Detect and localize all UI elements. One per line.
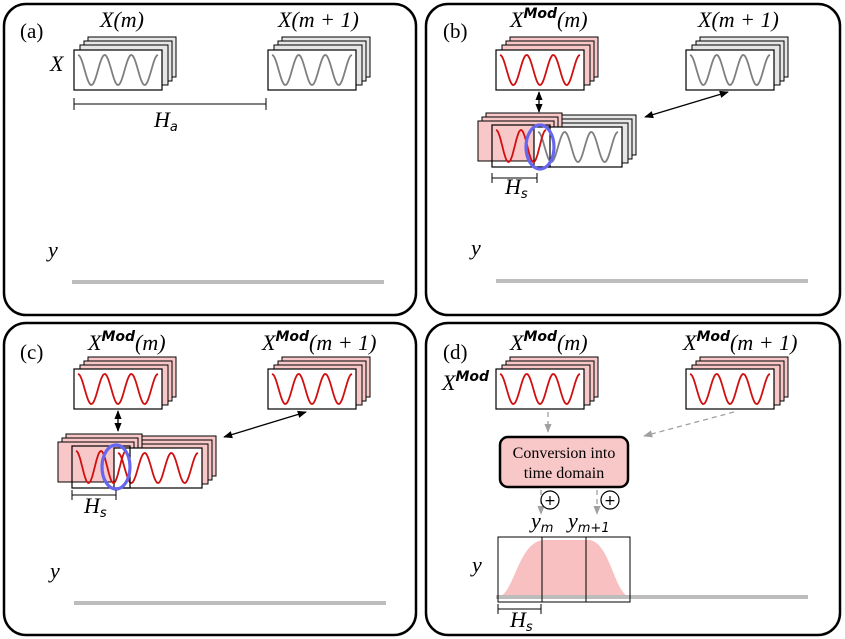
front-frame bbox=[685, 368, 775, 410]
front-frame bbox=[267, 368, 357, 410]
label-y-m-plus-1: ym+1 bbox=[566, 508, 610, 536]
front-frame bbox=[533, 126, 623, 168]
panel-a-tag: (a) bbox=[20, 19, 43, 43]
frame-label-left: X(m) bbox=[99, 7, 144, 32]
frame-stack-left bbox=[73, 356, 177, 410]
overlap-stack bbox=[57, 433, 217, 491]
panel-d-tag: (d) bbox=[443, 340, 468, 364]
panel-b: (b) XMod(m) X(m + 1) bbox=[424, 2, 842, 317]
frame-stack-left bbox=[495, 36, 599, 91]
frame-stack-left bbox=[495, 356, 599, 410]
sine-wave bbox=[117, 452, 199, 484]
hop-bracket bbox=[497, 604, 542, 614]
row-label-x: X bbox=[49, 51, 65, 76]
sine-wave bbox=[75, 450, 127, 484]
frame-label-right: X(m + 1) bbox=[697, 7, 779, 32]
front-frame bbox=[491, 124, 551, 168]
panel-b-tag: (b) bbox=[443, 19, 468, 43]
sine-wave bbox=[499, 373, 581, 405]
hop-bracket bbox=[71, 490, 117, 500]
sine-wave bbox=[77, 373, 159, 405]
overlap-ellipse bbox=[524, 123, 556, 171]
dashed-arrow-right bbox=[643, 411, 735, 438]
front-frame bbox=[495, 368, 585, 410]
sine-wave bbox=[499, 54, 581, 86]
front-frame bbox=[495, 49, 585, 91]
sine-wave bbox=[77, 54, 159, 86]
frame-stack-right bbox=[267, 36, 371, 91]
sine-wave bbox=[495, 129, 547, 163]
frame-label-right: XMod(m + 1) bbox=[682, 329, 797, 355]
overlap-stack bbox=[477, 112, 637, 171]
output-label-y: y bbox=[46, 237, 58, 262]
front-frame bbox=[267, 49, 357, 91]
front-frame bbox=[685, 49, 775, 91]
hop-bracket bbox=[491, 173, 538, 183]
frame-stack-right bbox=[685, 356, 789, 410]
label-y-m: ym bbox=[529, 508, 553, 536]
sine-wave bbox=[271, 373, 353, 405]
hop-bracket bbox=[73, 98, 267, 110]
output-label-y: y bbox=[470, 552, 482, 577]
move-arrow bbox=[223, 410, 307, 439]
overlap-ellipse bbox=[100, 443, 132, 491]
panel-d: (d) XMod(m) XMod(m + 1) XMod Conversion … bbox=[424, 321, 842, 637]
frame-label-left: XMod(m) bbox=[509, 329, 588, 355]
plus-icon-label: + bbox=[604, 493, 616, 509]
sine-wave bbox=[689, 373, 771, 405]
move-arrow bbox=[644, 90, 729, 119]
frame-label-left: XMod(m) bbox=[509, 6, 588, 32]
hop-label: Hs bbox=[504, 174, 528, 202]
frame-label-right: XMod(m + 1) bbox=[261, 329, 376, 355]
conversion-box bbox=[498, 435, 630, 489]
frame-label-left: XMod(m) bbox=[87, 329, 166, 355]
plus-icon bbox=[540, 490, 560, 510]
sine-wave bbox=[689, 54, 771, 86]
sine-wave bbox=[271, 54, 353, 86]
hop-label: Ha bbox=[153, 107, 178, 135]
frame-stack-left bbox=[73, 36, 177, 91]
hop-label: Hs bbox=[83, 493, 107, 521]
hop-label: Hs bbox=[509, 607, 533, 635]
plus-icon-label: + bbox=[544, 493, 556, 509]
conversion-line-2: time domain bbox=[524, 465, 604, 482]
row-label-xmod: XMod bbox=[441, 369, 490, 395]
front-frame bbox=[73, 368, 163, 410]
panel-c: (c) XMod(m) XMod(m + 1) bbox=[2, 321, 418, 637]
frame-stack-right bbox=[685, 36, 789, 91]
plus-icon bbox=[600, 490, 620, 510]
conversion-line-1: Conversion into bbox=[513, 445, 616, 462]
output-label-y: y bbox=[469, 235, 481, 260]
frame-stack-right bbox=[267, 356, 371, 410]
panel-a: (a) X(m) X(m + 1) X Ha y bbox=[2, 2, 418, 317]
frame-label-right: X(m + 1) bbox=[277, 7, 359, 32]
frame-window-m-plus-1 bbox=[541, 536, 631, 603]
output-label-y: y bbox=[48, 558, 60, 583]
panel-c-tag: (c) bbox=[20, 340, 43, 364]
synthesis-window-shape bbox=[498, 540, 630, 597]
front-frame bbox=[73, 49, 163, 91]
